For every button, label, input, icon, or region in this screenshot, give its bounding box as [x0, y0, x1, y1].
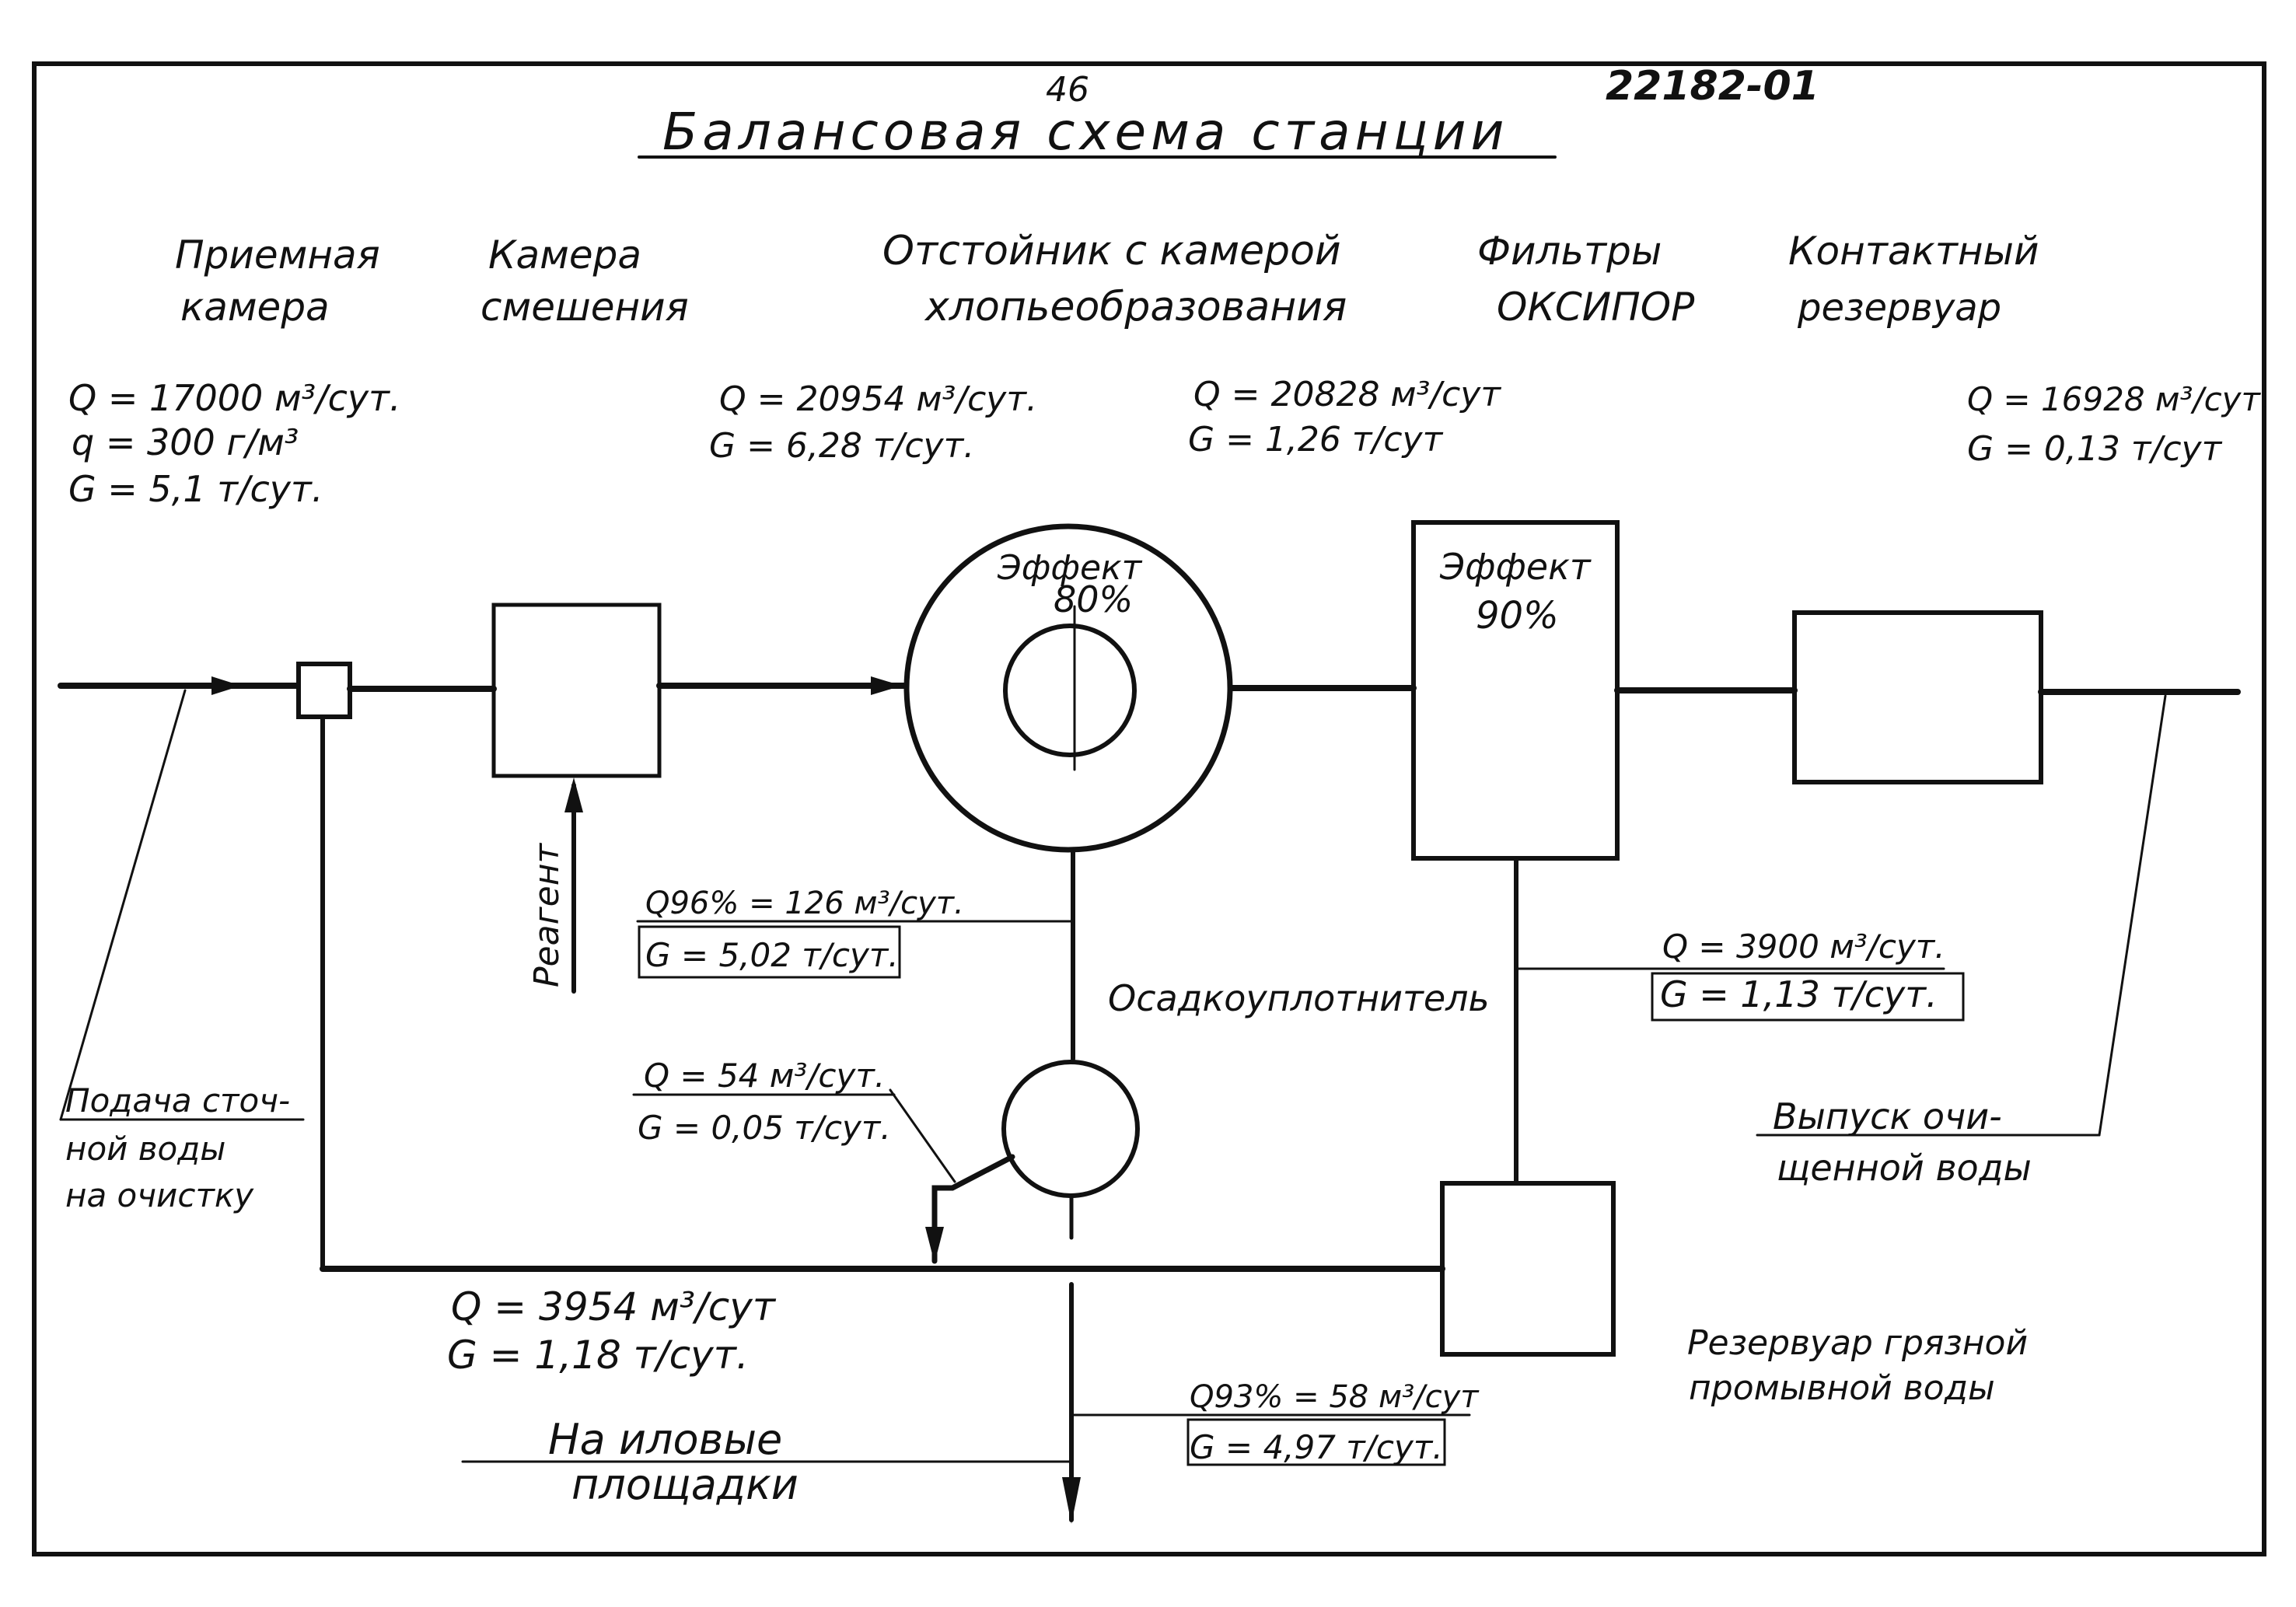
doc-code: 22182-01 [1606, 63, 1819, 110]
stage-contact-line1: Контактный [1788, 229, 2039, 274]
settler-sludge-q: Q96% = 126 м³/сут. [645, 886, 964, 921]
flow-arrow-inlet [211, 676, 241, 695]
inlet-note-line2: ной воды [65, 1130, 225, 1168]
sludge-bed-q: Q93% = 58 м³/сут [1190, 1379, 1480, 1415]
settler-flow-g: G = 1,26 т/сут [1188, 420, 1444, 459]
outlet-note-line2: щенной воды [1777, 1147, 2032, 1189]
outlet-note-line1: Выпуск очи- [1773, 1095, 2002, 1137]
drawing-frame [32, 61, 2266, 1556]
thickener-return-pipe [931, 1154, 1015, 1264]
filter-wash-g: G = 1,13 т/сут. [1660, 973, 1938, 1015]
stage-settler-line1: Отстойник с камерой [882, 228, 1341, 274]
return-line-q: Q = 3954 м³/сут [451, 1284, 777, 1329]
inlet-flow-conc: q = 300 г/м³ [72, 421, 299, 463]
sludge-beds-line2: площадки [571, 1460, 799, 1509]
reagent-arrow [564, 777, 583, 812]
effect-settler-label: Эффект [997, 548, 1143, 588]
sludge-bed-frame [1186, 1418, 1446, 1466]
intake-chamber [296, 662, 352, 719]
return-line-g: G = 1,18 т/сут. [447, 1333, 749, 1378]
thickener-return-arrow [925, 1227, 944, 1263]
filter-wash-q: Q = 3900 м³/сут. [1662, 928, 1945, 966]
inlet-note-line1: Подача сточ- [65, 1081, 290, 1120]
thickener-return-g: G = 0,05 т/сут. [638, 1109, 891, 1147]
flow-arrow-settler [871, 676, 902, 695]
sludge-beds-line1: На иловые [548, 1415, 782, 1464]
stage-filters-line2: ОКСИПОР [1497, 285, 1695, 330]
inlet-note-pointer [59, 689, 187, 1121]
stage-mixing-line2: смешения [481, 285, 689, 330]
dirty-water-tank [1440, 1181, 1616, 1357]
stage-intake-line1: Приемная [175, 232, 380, 278]
settler-inner [1003, 624, 1137, 757]
filter-wash-frame [1651, 972, 1965, 1022]
effect-filter-label: Эффект [1439, 546, 1592, 588]
sludge-bed-arrow [1062, 1477, 1081, 1524]
inlet-flow-g: G = 5,1 т/сут. [68, 468, 323, 510]
settler-sludge-frame [638, 925, 901, 979]
sludge-bed-g: G = 4,97 т/сут. [1190, 1428, 1443, 1466]
stage-intake-line2: камера [180, 285, 330, 330]
dirty-tank-line2: промывной воды [1689, 1368, 1995, 1408]
settler-outer [903, 523, 1233, 853]
mixing-flow-q: Q = 20954 м³/сут. [719, 379, 1037, 419]
thickener-return-q: Q = 54 м³/сут. [644, 1057, 885, 1095]
reagent-label: Реагент [527, 842, 567, 987]
thickener-label: Осадкоуплотнитель [1108, 977, 1490, 1019]
thickener-return-pointer [889, 1088, 956, 1183]
outlet-flow-g: G = 0,13 т/сут [1967, 429, 2223, 469]
stage-mixing-line1: Камера [488, 232, 641, 278]
outlet-flow-q: Q = 16928 м³/сут. [1967, 380, 2270, 418]
page-number: 46 [1046, 70, 1089, 110]
settler-flow-q: Q = 20828 м³/сут [1193, 375, 1501, 414]
stage-contact-line2: резервуар [1797, 286, 2001, 330]
stage-settler-line2: хлопьеобразования [924, 284, 1347, 330]
effect-filter-value: 90% [1476, 594, 1559, 638]
inlet-flow-q: Q = 17000 м³/сут. [68, 377, 401, 419]
page-title: Балансовая схема станции [662, 102, 1508, 162]
inlet-note-line3: на очистку [65, 1176, 254, 1214]
contact-tank [1792, 610, 2043, 784]
settler-sludge-g: G = 5,02 т/сут. [645, 936, 899, 974]
stage-filters-line1: Фильтры [1477, 229, 1662, 274]
mixing-flow-g: G = 6,28 т/сут. [709, 426, 974, 466]
mixing-chamber [491, 603, 662, 778]
dirty-tank-line1: Резервуар грязной [1687, 1323, 2028, 1363]
outlet-note-pointer [2098, 694, 2167, 1137]
thickener [1001, 1060, 1140, 1198]
effect-settler-value: 80% [1054, 578, 1133, 620]
